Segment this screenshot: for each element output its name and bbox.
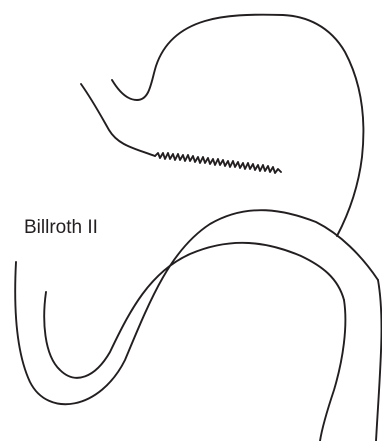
jejunal-loop-outer-wall: [15, 210, 378, 404]
lesser-curvature-outline: [81, 84, 155, 156]
jejunal-loop-inner-wall: [44, 243, 344, 378]
efferent-limb-outer-wall: [376, 280, 382, 441]
gastric-remnant-outline: [112, 15, 363, 236]
efferent-limb-inner-wall: [320, 300, 345, 441]
procedure-label: Billroth II: [24, 217, 98, 239]
anastomosis-suture-line: [155, 153, 281, 173]
